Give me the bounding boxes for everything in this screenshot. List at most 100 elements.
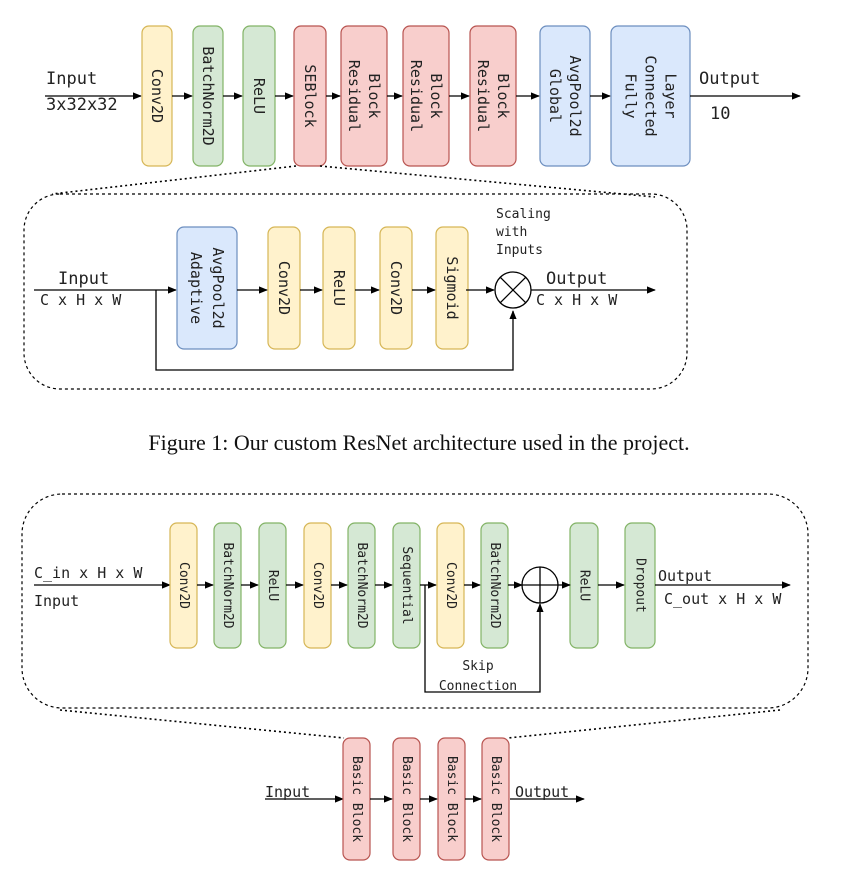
conv2d-block-1: Conv2D	[169, 522, 198, 649]
adaptive-avgpool2d-block-1-box	[176, 226, 238, 350]
basic-output-dims: C_out x H x W	[664, 590, 782, 608]
se-output-label: Output	[546, 269, 607, 289]
skip-note-line1: Skip	[462, 659, 493, 674]
input-label: Input	[46, 69, 97, 89]
zoom-line-right	[319, 165, 656, 198]
relu-block-3-label-1: ReLU	[330, 270, 348, 306]
basic-block-block-2-label-1: Basic Block	[399, 756, 414, 842]
skip-note-line2: Connection	[439, 679, 517, 694]
conv2d-block-4-box	[379, 226, 413, 350]
residual-block-block-5-label-1: Residual	[345, 60, 363, 132]
relu-block-9-label-1: ReLU	[577, 570, 592, 601]
conv2d-block-7-label-1: Conv2D	[443, 562, 458, 609]
se-skip-arrow	[155, 290, 517, 371]
conv2d-block-2-box	[267, 226, 301, 350]
scaling-note-line1: Scaling	[496, 207, 551, 222]
conv2d-block-1: Conv2D	[141, 25, 173, 167]
basic-output-label: Output	[658, 567, 712, 585]
seblock-block-4-label-1: SEBlock	[301, 64, 319, 127]
seblock-block-4: SEBlock	[293, 25, 327, 167]
residual-block-group: Basic Block Basic Block Basic Block Basic B…	[342, 737, 510, 861]
sequential-block-6: Sequential	[392, 522, 421, 649]
zoom-line-right-2	[507, 709, 781, 739]
conv2d-block-2-label-1: Conv2D	[275, 261, 293, 315]
basic-block-block-4-box	[481, 737, 510, 861]
global-avgpool2d-block-8-label-2: AvgPool2d	[566, 55, 584, 136]
adaptive-avgpool2d-block-1-label-1: Adaptive	[187, 252, 205, 324]
batchnorm2d-block-8-label-1: BatchNorm2D	[487, 542, 502, 628]
output-dims: 10	[710, 104, 730, 124]
relu-block-3: ReLU	[242, 25, 276, 167]
fully-connected-layer-block-9-label-1: Fully	[622, 73, 640, 118]
sigmoid-block-5-box	[435, 226, 469, 350]
residual-output-label: Output	[515, 783, 569, 801]
batchnorm2d-block-2-label-1: BatchNorm2D	[199, 46, 217, 145]
figure-caption: Figure 1: Our custom ResNet architecture…	[148, 430, 689, 455]
batchnorm2d-block-8: BatchNorm2D	[480, 522, 509, 649]
conv2d-block-4-label-1: Conv2D	[387, 261, 405, 315]
residual-block-block-5-label-2: Block	[365, 73, 383, 118]
residual-block-block-7-label-2: Block	[494, 73, 512, 118]
se-output-dims: C x H x W	[536, 291, 618, 309]
batchnorm2d-block-2: BatchNorm2D	[192, 25, 224, 167]
input-dims: 3x32x32	[46, 95, 118, 115]
basic-block-block-4: Basic Block	[481, 737, 510, 861]
dropout-block-10-label-1: Dropout	[633, 558, 648, 613]
relu-block-9: ReLU	[569, 522, 599, 649]
conv2d-block-7: Conv2D	[436, 522, 465, 649]
sigmoid-block-5-label-1: Sigmoid	[443, 256, 461, 319]
adaptive-avgpool2d-block-1-label-2: AvgPool2d	[209, 247, 227, 328]
basic-block-block-3-label-1: Basic Block	[444, 756, 459, 842]
conv2d-block-1-label-1: Conv2D	[176, 562, 191, 609]
basic-block-block-4-label-1: Basic Block	[488, 756, 503, 842]
relu-block-3-box	[322, 226, 356, 350]
scaling-note-line2: with	[496, 225, 527, 240]
sequential-block-6-label-1: Sequential	[399, 546, 414, 624]
basic-block-block-2: Basic Block	[392, 737, 421, 861]
scaling-note-line3: Inputs	[496, 243, 543, 258]
batchnorm2d-block-2: BatchNorm2D	[213, 522, 242, 649]
basic-block-group: Conv2D BatchNorm2D ReLU Conv2D BatchNorm2D Se…	[169, 522, 656, 649]
basic-skip-arrow	[424, 585, 544, 693]
batchnorm2d-block-2-label-1: BatchNorm2D	[220, 542, 235, 628]
relu-block-3-label-1: ReLU	[250, 78, 268, 114]
multiply-icon	[494, 271, 532, 309]
conv2d-block-4: Conv2D	[379, 226, 413, 350]
basic-block-detail: C_in x H x W Input Conv2D BatchNorm2D ReLU…	[21, 493, 809, 709]
output-label: Output	[699, 69, 760, 89]
basic-block-block-3: Basic Block	[437, 737, 466, 861]
resnet-main-chain: Input 3x32x32 Conv2D BatchNorm2D ReLU SEBlo…	[45, 25, 801, 167]
residual-block-block-6-label-1: Residual	[407, 60, 425, 132]
conv2d-block-1-label-1: Conv2D	[148, 69, 166, 123]
conv2d-block-4: Conv2D	[303, 522, 332, 649]
batchnorm2d-block-5: BatchNorm2D	[347, 522, 376, 649]
conv2d-block-2: Conv2D	[267, 226, 301, 350]
residual-block-block-7-label-1: Residual	[474, 60, 492, 132]
basic-input-label: Input	[34, 592, 79, 610]
residual-input-label: Input	[265, 783, 310, 801]
basic-block-block-1: Basic Block	[342, 737, 371, 861]
zoom-line-left	[51, 165, 297, 195]
dropout-block-10: Dropout	[624, 522, 656, 649]
sigmoid-block-5: Sigmoid	[435, 226, 469, 350]
relu-block-3-label-1: ReLU	[265, 570, 280, 601]
residual-block-block-6-label-2: Block	[427, 73, 445, 118]
zoom-line-left-2	[59, 709, 345, 739]
batchnorm2d-block-5-label-1: BatchNorm2D	[354, 542, 369, 628]
fully-connected-layer-block-9-label-3: Layer	[662, 73, 680, 118]
basic-input-dims: C_in x H x W	[34, 564, 143, 582]
relu-block-3: ReLU	[322, 226, 356, 350]
conv2d-block-4-label-1: Conv2D	[310, 562, 325, 609]
se-input-dims: C x H x W	[40, 291, 122, 309]
